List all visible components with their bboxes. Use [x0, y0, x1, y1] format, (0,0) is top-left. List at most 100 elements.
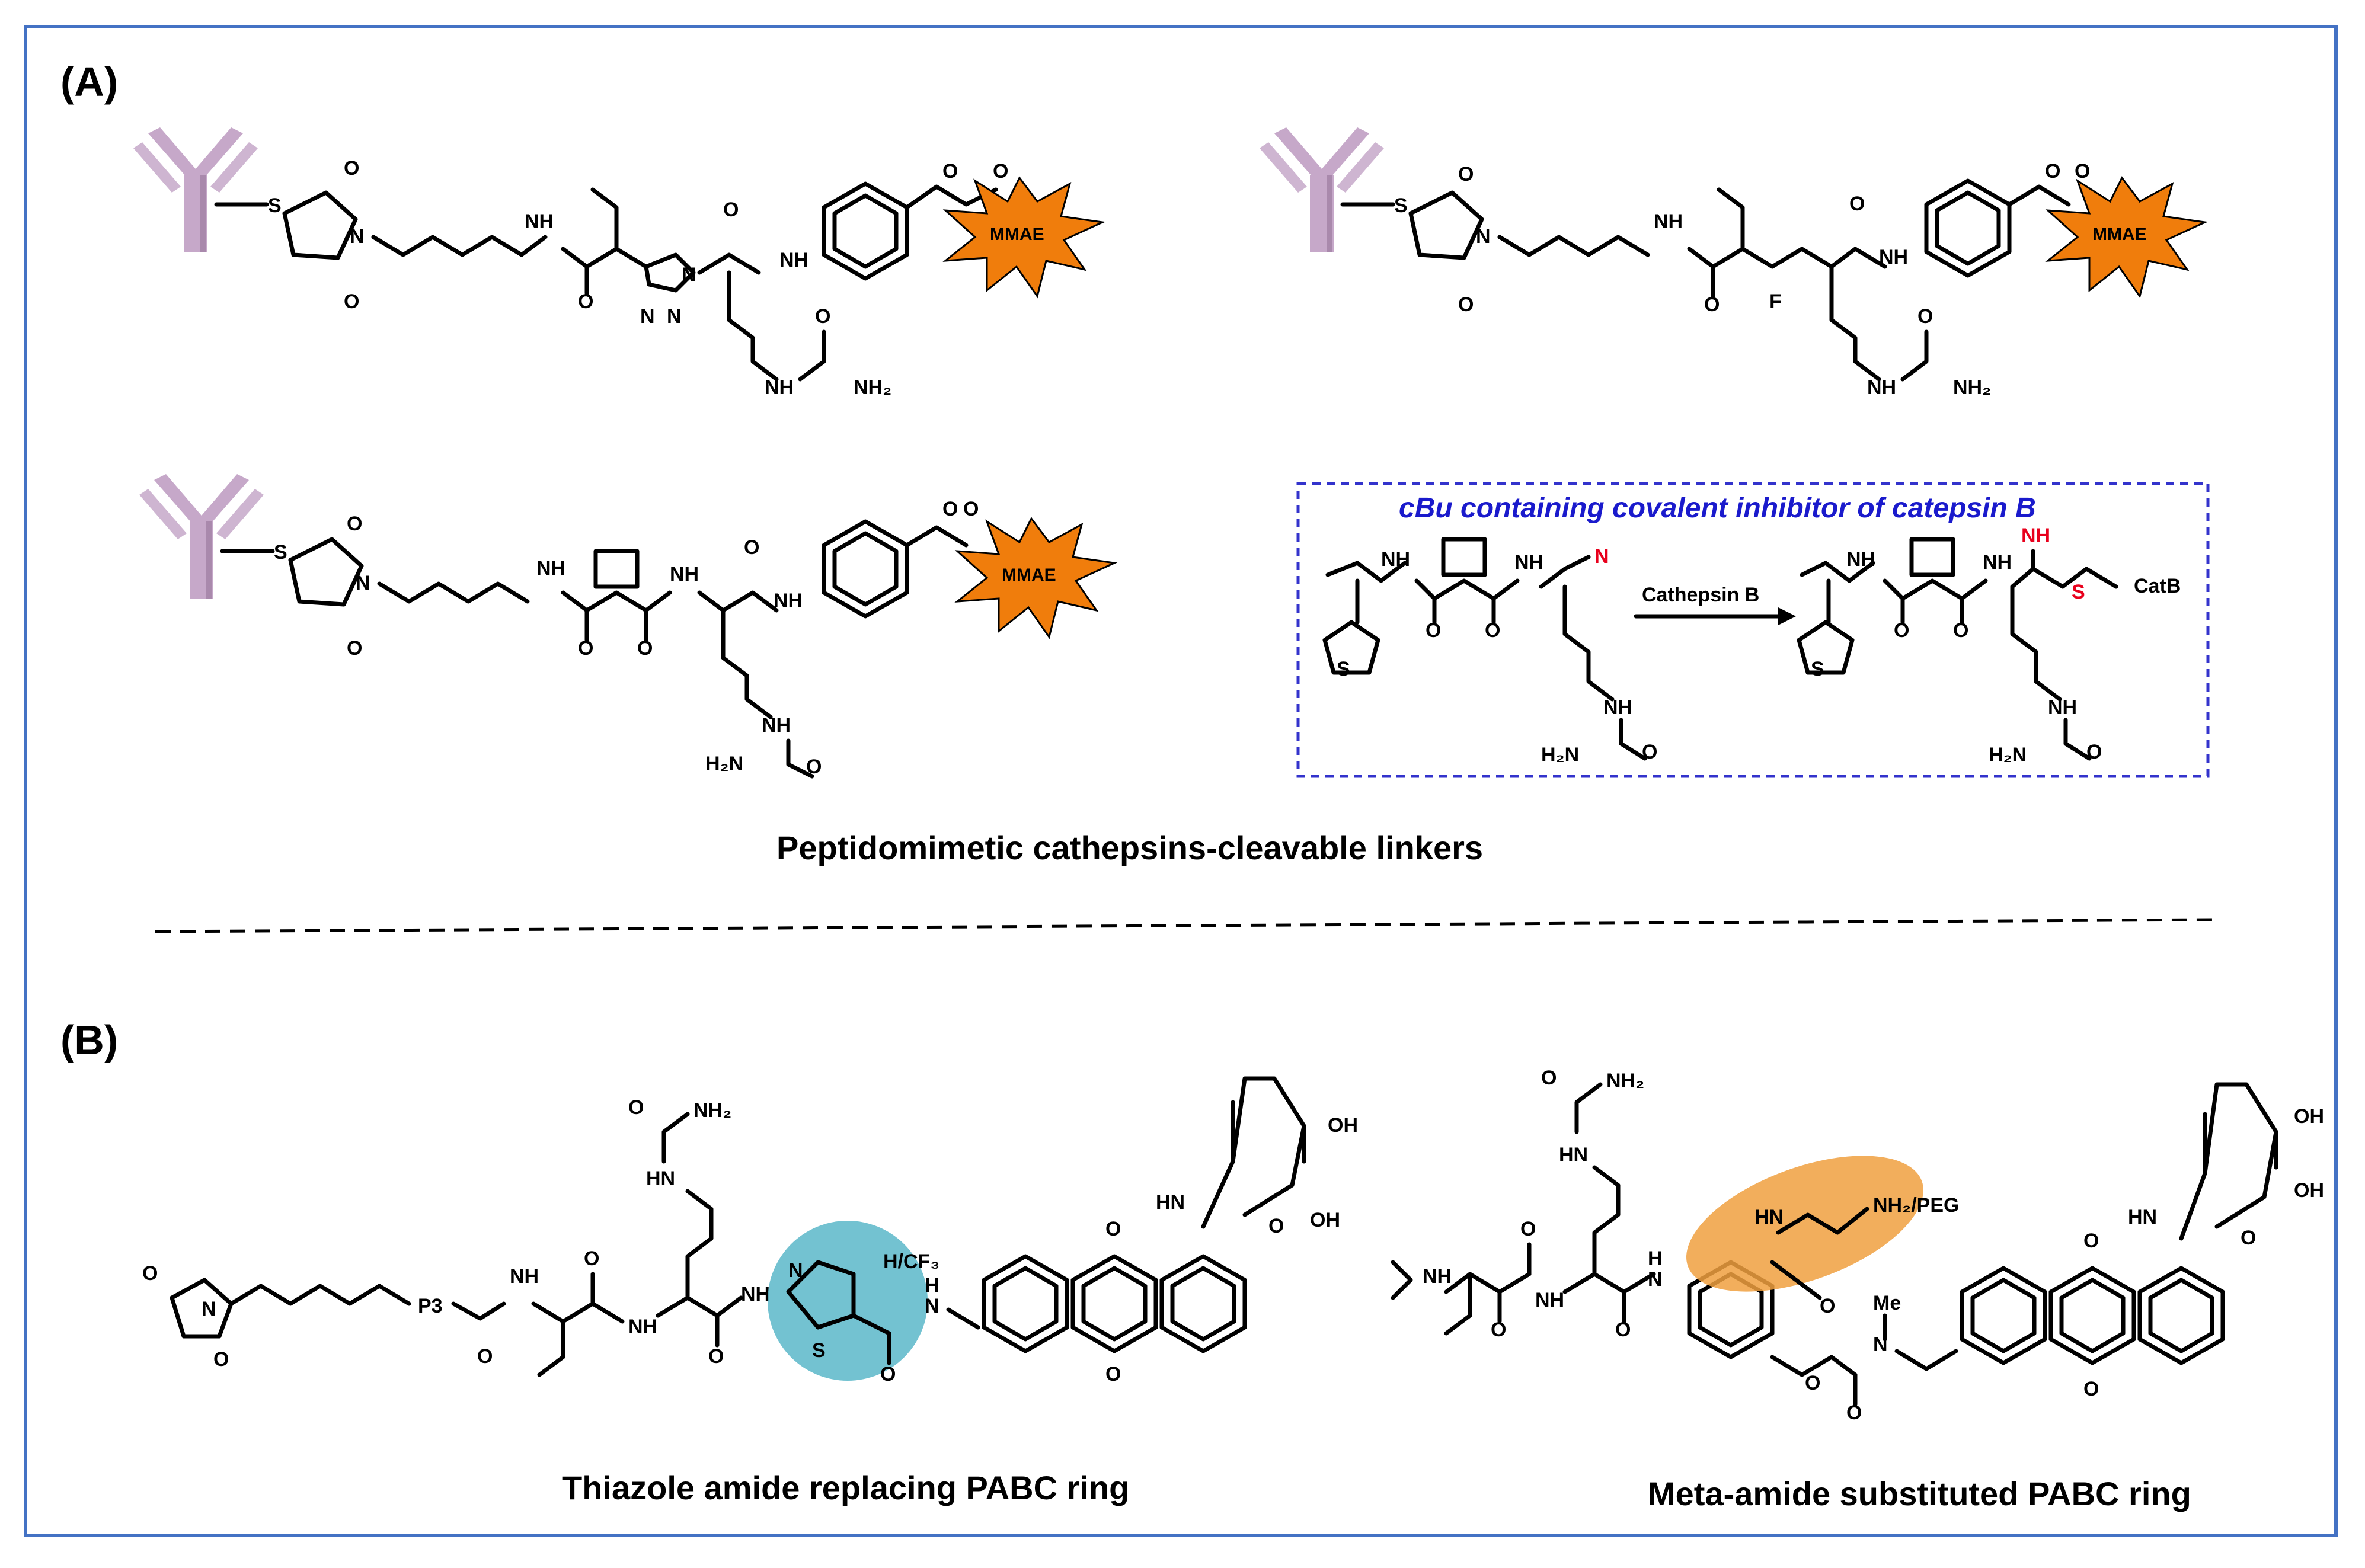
- svg-text:O: O: [344, 157, 359, 180]
- svg-text:O: O: [1268, 1215, 1284, 1237]
- svg-text:O: O: [578, 290, 593, 313]
- svg-text:NH: NH: [774, 590, 803, 612]
- svg-text:NH: NH: [1535, 1289, 1564, 1311]
- svg-text:NH: NH: [1381, 548, 1410, 571]
- svg-text:O: O: [1894, 619, 1909, 642]
- svg-text:O: O: [2241, 1227, 2256, 1249]
- svg-text:O: O: [1105, 1363, 1121, 1385]
- svg-text:O: O: [1491, 1319, 1506, 1341]
- svg-text:N: N: [350, 225, 365, 248]
- svg-text:O: O: [1953, 619, 1968, 642]
- svg-text:O: O: [744, 536, 759, 559]
- svg-text:N: N: [356, 572, 370, 594]
- svg-text:O: O: [2075, 160, 2090, 183]
- svg-text:NH: NH: [2048, 696, 2077, 719]
- structure-b1: O N O P3 O NH O NH O HN O NH₂ NH N S H/C…: [142, 1076, 1358, 1385]
- panel-b-right-caption: Meta-amide substituted PABC ring: [1648, 1475, 2191, 1512]
- svg-text:N: N: [925, 1295, 939, 1317]
- svg-text:MMAE: MMAE: [990, 225, 1044, 244]
- svg-text:H₂N: H₂N: [705, 753, 743, 775]
- svg-text:NH₂: NH₂: [1606, 1070, 1644, 1092]
- svg-text:N: N: [682, 264, 696, 286]
- svg-text:N: N: [1648, 1268, 1663, 1291]
- svg-text:O: O: [880, 1363, 896, 1385]
- svg-text:HN: HN: [1754, 1206, 1784, 1228]
- svg-text:NH: NH: [762, 714, 791, 737]
- sulfur-atom: S: [268, 194, 282, 217]
- svg-text:Me: Me: [1873, 1292, 1901, 1314]
- svg-text:NH: NH: [1846, 548, 1875, 571]
- svg-text:NH: NH: [1879, 246, 1908, 268]
- svg-text:S: S: [812, 1339, 826, 1362]
- svg-text:NH: NH: [765, 376, 794, 399]
- svg-text:NH: NH: [1514, 551, 1543, 574]
- svg-text:NH: NH: [1867, 376, 1896, 399]
- svg-text:O: O: [2086, 741, 2102, 763]
- svg-text:O: O: [963, 498, 979, 520]
- svg-text:HN: HN: [1559, 1144, 1588, 1166]
- svg-text:NH: NH: [536, 557, 565, 580]
- svg-text:O: O: [1615, 1319, 1631, 1341]
- svg-text:O: O: [993, 160, 1008, 183]
- svg-text:S: S: [1394, 194, 1408, 217]
- svg-text:O: O: [708, 1345, 724, 1368]
- svg-text:P3: P3: [418, 1295, 443, 1317]
- svg-text:O: O: [1105, 1218, 1121, 1240]
- structure-a3: S N O O NH O O NH O NH NH H₂N O O O MMAE: [139, 474, 1116, 779]
- svg-text:O: O: [1520, 1218, 1536, 1240]
- svg-text:NH: NH: [510, 1265, 539, 1288]
- arrow-label: Cathepsin B: [1642, 584, 1759, 606]
- svg-text:MMAE: MMAE: [1002, 565, 1056, 585]
- antibody-icon: [139, 474, 264, 599]
- structure-b2: NH O O NH O HN O NH₂ N H HN O NH₂/PEG O …: [1391, 1067, 2324, 1424]
- panel-b-left-caption: Thiazole amide replacing PABC ring: [562, 1469, 1130, 1506]
- svg-text:O: O: [344, 290, 359, 313]
- svg-text:N: N: [1594, 545, 1609, 568]
- svg-text:O: O: [628, 1096, 644, 1119]
- svg-text:NH₂: NH₂: [693, 1099, 731, 1122]
- svg-text:O: O: [815, 305, 830, 328]
- svg-text:O: O: [1820, 1295, 1835, 1317]
- svg-text:O: O: [1458, 293, 1474, 316]
- svg-text:NH₂/PEG: NH₂/PEG: [1873, 1194, 1959, 1217]
- antibody-icon: [133, 127, 258, 252]
- svg-text:F: F: [1769, 290, 1782, 313]
- svg-text:OH: OH: [2294, 1105, 2324, 1128]
- svg-text:N: N: [1476, 225, 1491, 248]
- svg-text:S: S: [1337, 658, 1350, 680]
- svg-text:O: O: [1642, 741, 1657, 763]
- svg-text:O: O: [1849, 193, 1865, 215]
- svg-text:O: O: [477, 1345, 493, 1368]
- svg-text:MMAE: MMAE: [2092, 225, 2147, 244]
- svg-text:O: O: [942, 498, 958, 520]
- svg-text:NH₂: NH₂: [854, 376, 891, 399]
- svg-text:O: O: [213, 1348, 229, 1371]
- antibody-icon: [1260, 127, 1384, 252]
- panel-divider: [155, 918, 2214, 933]
- svg-text:OH: OH: [1310, 1209, 1340, 1231]
- svg-text:HN: HN: [646, 1167, 675, 1190]
- svg-text:O: O: [723, 199, 739, 221]
- svg-text:O: O: [1704, 293, 1720, 316]
- svg-text:O: O: [142, 1262, 158, 1285]
- svg-text:S: S: [1811, 658, 1824, 680]
- svg-text:NH: NH: [670, 563, 699, 585]
- svg-text:N: N: [788, 1259, 803, 1282]
- svg-text:O: O: [2045, 160, 2060, 183]
- svg-text:O: O: [806, 756, 822, 778]
- svg-text:N: N: [202, 1298, 216, 1320]
- svg-text:NH: NH: [1654, 210, 1683, 233]
- svg-text:NH: NH: [525, 210, 554, 233]
- svg-text:NH: NH: [628, 1316, 657, 1338]
- svg-text:O: O: [578, 637, 593, 660]
- svg-text:O: O: [1426, 619, 1441, 642]
- inset-box: S NH O O NH N NH H₂N O Cathepsin B S NH …: [1296, 482, 2210, 778]
- svg-text:CatB: CatB: [2134, 575, 2181, 597]
- svg-text:O: O: [584, 1247, 599, 1270]
- svg-text:NH: NH: [1423, 1265, 1452, 1288]
- svg-text:NH: NH: [779, 249, 808, 271]
- svg-text:H/CF₃: H/CF₃: [883, 1250, 939, 1273]
- svg-text:NH: NH: [1983, 551, 2012, 574]
- panel-b-label: (B): [60, 1017, 119, 1063]
